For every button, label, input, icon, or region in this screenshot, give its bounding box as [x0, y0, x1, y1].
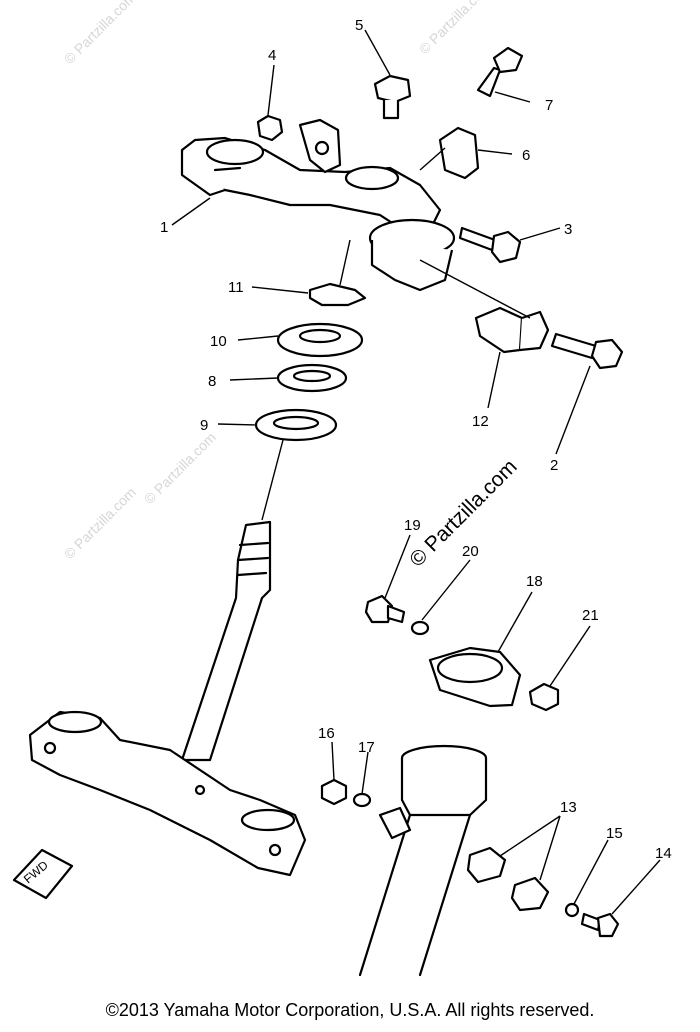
watermark-top-left: © Partzilla.com [61, 0, 139, 67]
label-18: 18 [526, 573, 543, 590]
label-12: 12 [472, 413, 489, 430]
label-4: 4 [268, 47, 276, 64]
label-14: 14 [655, 845, 672, 862]
bolt-part-7 [476, 46, 524, 98]
washer-part-15 [564, 902, 580, 918]
callout-labels: 1 2 3 4 5 6 7 8 9 10 11 12 13 14 15 16 1… [160, 17, 672, 862]
copyright-notice: ©2013 Yamaha Motor Corporation, U.S.A. A… [105, 1000, 595, 1020]
leader-lines [171, 29, 661, 915]
label-15: 15 [606, 825, 623, 842]
bracket-part-12 [474, 306, 550, 354]
label-10: 10 [210, 333, 227, 350]
holder-part-6 [438, 126, 480, 180]
label-9: 9 [200, 417, 208, 434]
label-2: 2 [550, 457, 558, 474]
bearing-part-8 [276, 363, 348, 393]
ring-nut-part-11 [308, 282, 367, 307]
fork-tube-part [358, 744, 488, 977]
label-16: 16 [318, 725, 335, 742]
label-20: 20 [462, 543, 479, 560]
label-3: 3 [564, 221, 572, 238]
label-21: 21 [582, 607, 599, 624]
label-7: 7 [545, 97, 553, 114]
label-19: 19 [404, 517, 421, 534]
label-6: 6 [522, 147, 530, 164]
bolt-part-19 [364, 594, 406, 624]
under-bracket-part [28, 710, 307, 877]
bolt-part-5 [373, 74, 412, 120]
holder-part-13 [466, 846, 550, 912]
screw-part-14 [580, 912, 620, 938]
label-17: 17 [358, 739, 375, 756]
upper-bracket-part [180, 118, 456, 292]
bearing-part-9 [254, 408, 338, 442]
nut-part-16 [320, 778, 348, 806]
exploded-parts-diagram: © Partzilla.com © Partzilla.com © Partzi… [12, 0, 672, 977]
label-11: 11 [228, 279, 244, 296]
nut-part-21 [528, 682, 560, 712]
label-8: 8 [208, 373, 216, 390]
watermark-mid-left-2: © Partzilla.com [141, 429, 219, 507]
bolt-part-3 [458, 226, 522, 264]
label-13: 13 [560, 799, 577, 816]
nut-part-4 [256, 114, 284, 142]
forward-direction-marker: FWD [12, 848, 74, 900]
clamp-part-18 [428, 646, 522, 708]
label-1: 1 [160, 219, 168, 236]
cover-part-10 [276, 322, 364, 358]
washer-part-17 [352, 792, 372, 808]
watermark-mid-left: © Partzilla.com [61, 484, 139, 562]
bolt-part-2 [550, 332, 624, 370]
steering-stem-part [180, 520, 272, 762]
label-5: 5 [355, 17, 363, 34]
watermark-top-center: © Partzilla.com [416, 0, 494, 57]
washer-part-20 [410, 620, 430, 636]
